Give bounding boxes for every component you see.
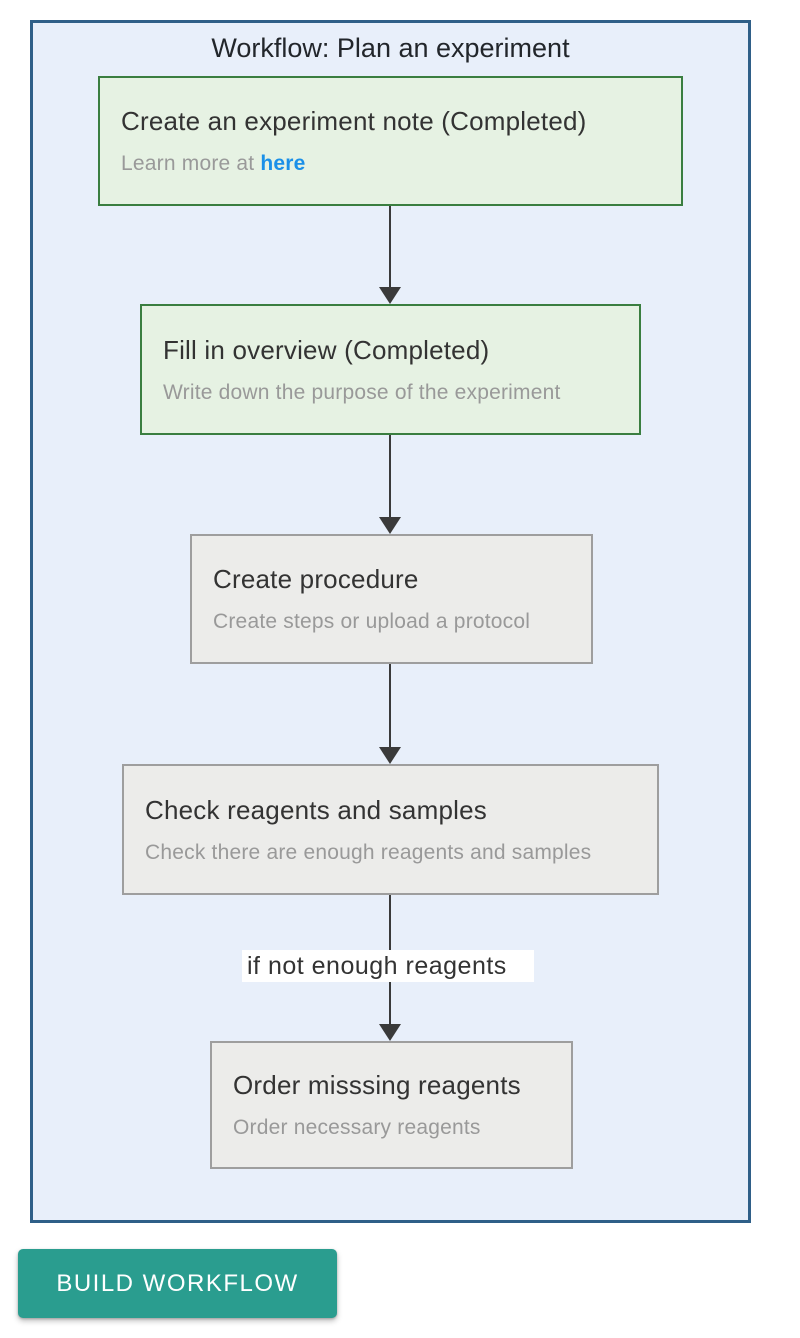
edge-condition-label: if not enough reagents [242,950,534,982]
node-title: Order misssing reagents [233,1070,521,1100]
node-subtitle: Write down the purpose of the experiment [163,380,561,404]
build-workflow-button[interactable]: BUILD WORKFLOW [18,1249,337,1318]
node-subtitle: Create steps or upload a protocol [213,610,531,633]
node-subtitle: Order necessary reagents [233,1116,481,1139]
edge-arrow-line-3 [389,664,391,748]
learn-more-link[interactable]: here [260,152,306,175]
diagram-title: Workflow: Plan an experiment [211,33,570,63]
workflow-diagram-canvas: Workflow: Plan an experiment Create an e… [30,20,751,1223]
edge-arrow-line-1 [389,206,391,290]
node-title: Create an experiment note (Completed) [121,106,587,136]
edge-arrowhead-1 [379,287,401,304]
node-order-missing-reagents: Order misssing reagents Order necessary … [210,1041,573,1169]
edge-arrowhead-2 [379,517,401,534]
node-fill-in-overview: Fill in overview (Completed) Write down … [140,304,641,435]
edge-arrow-line-2 [389,435,391,519]
edge-arrowhead-3 [379,747,401,764]
node-title: Check reagents and samples [145,794,487,825]
node-title: Create procedure [213,564,419,594]
edge-arrowhead-4 [379,1024,401,1041]
node-create-procedure: Create procedure Create steps or upload … [190,534,593,664]
subtitle-text: Learn more at [121,152,261,175]
node-check-reagents: Check reagents and samples Check there a… [122,764,659,895]
node-subtitle: Check there are enough reagents and samp… [145,840,592,864]
node-title: Fill in overview (Completed) [163,334,490,365]
node-create-experiment-note: Create an experiment note (Completed) Le… [98,76,683,206]
node-subtitle: Learn more at here [121,152,681,176]
